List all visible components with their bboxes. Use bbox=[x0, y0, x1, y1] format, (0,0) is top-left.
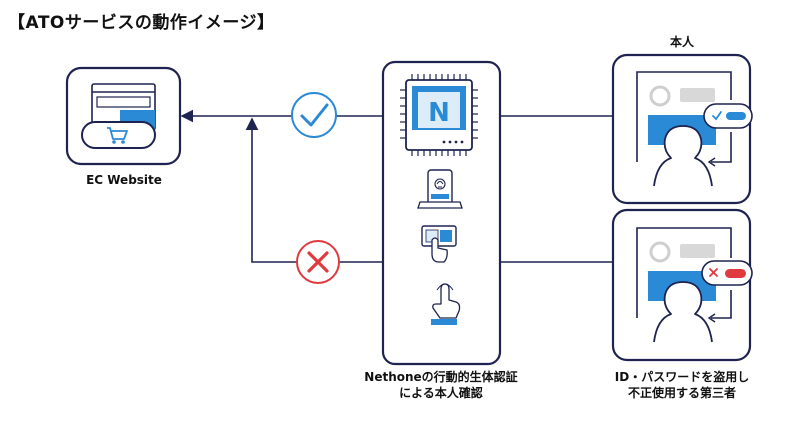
fraudster-avatar-icon bbox=[653, 281, 713, 343]
login-fail-pill-icon bbox=[701, 260, 753, 286]
cart-button-icon bbox=[81, 121, 156, 149]
nethone-logo-letter: N bbox=[428, 98, 450, 128]
ec-website-box bbox=[65, 66, 182, 166]
tap-gesture-icon bbox=[431, 283, 461, 325]
fraudster-caption-line2: 不正使用する第三者 bbox=[627, 386, 736, 400]
browser-window-icon bbox=[91, 83, 156, 131]
fraudster-caption-line1: ID・パスワードを盗用し bbox=[614, 370, 750, 384]
ec-website-label: EC Website bbox=[86, 173, 162, 187]
nethone-caption: Nethoneの行動的生体認証 による本人確認 bbox=[346, 369, 536, 401]
genuine-user-card bbox=[611, 53, 753, 205]
approved-check-icon bbox=[291, 92, 337, 138]
nethone-panel: N bbox=[381, 60, 502, 366]
fraudster-card bbox=[611, 208, 753, 362]
nethone-chip-logo-icon: N bbox=[400, 74, 478, 156]
touch-screen-icon bbox=[421, 225, 457, 263]
fraudster-caption: ID・パスワードを盗用し 不正使用する第三者 bbox=[596, 369, 768, 401]
nethone-caption-line2: による本人確認 bbox=[399, 386, 483, 400]
device-biometric-icon bbox=[417, 169, 463, 209]
genuine-user-label: 本人 bbox=[669, 35, 694, 49]
nethone-caption-line1: Nethoneの行動的生体認証 bbox=[364, 370, 518, 384]
page-title: 【ATOサービスの動作イメージ】 bbox=[8, 13, 275, 33]
rejected-x-icon bbox=[296, 240, 340, 284]
login-ok-pill-icon bbox=[703, 103, 753, 129]
user-avatar-icon bbox=[653, 125, 713, 187]
